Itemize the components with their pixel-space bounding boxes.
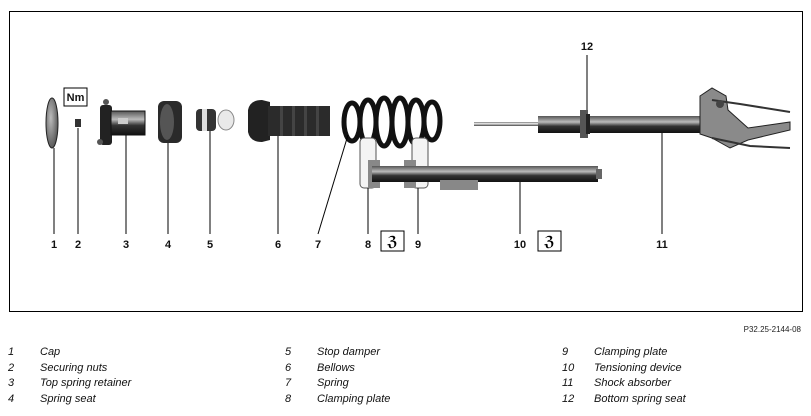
legend-number: 9 [562,346,569,358]
legend-item: 9 Clamping plate [562,346,811,362]
legend-number: 6 [285,361,292,374]
top-spring-retainer-part [97,99,146,145]
legend-number: 10 [562,361,575,374]
legend-label: Cap [40,346,61,358]
torque-symbol: Nm [63,87,88,107]
callout-numbers: 1 2 3 4 5 6 7 8 9 10 11 12 [51,41,668,251]
legend-label: Bellows [317,361,355,374]
callout-7: 7 [315,239,321,251]
legend-item: 1 Cap [8,346,268,362]
legend-item: 6 Bellows [285,362,545,378]
legend-item: 12 Bottom spring seat [562,393,811,409]
callout-12: 12 [581,41,593,53]
legend-number: 5 [285,346,292,358]
legend-number: 2 [8,361,15,374]
legend-column-3: 9 Clamping plate 10 Tensioning device 11 Sh… [562,346,811,408]
legend-column-2: 5 Stop damper 6 Bellows 7 Spring 8 Clamping … [285,346,545,408]
legend-label: Securing nuts [40,361,108,374]
callout-1: 1 [51,239,57,251]
legend-item: 5 Stop damper [285,346,545,362]
tensioning-device-part [372,166,602,190]
legend-column-1: 1 Cap 2 Securing nuts 3 Top spring retainer… [8,346,268,408]
legend-item: 10 Tensioning device [562,362,811,378]
parts-legend: 1 Cap 2 Securing nuts 3 Top spring retainer… [8,346,803,412]
legend-label: Shock absorber [594,377,672,389]
legend-item: 7 Spring [285,377,545,393]
legend-label: Stop damper [317,346,380,358]
callout-5: 5 [207,239,213,251]
legend-item: 11 Shock absorber [562,377,811,393]
stop-damper-part [196,109,235,131]
legend-number: 7 [285,377,292,389]
callout-10: 10 [514,239,526,251]
leader-lines [53,55,663,235]
legend-item: 3 Top spring retainer [8,377,268,393]
exploded-view-diagram: Nm [9,11,803,312]
legend-number: 8 [285,392,292,405]
legend-label: Tensioning device [594,361,682,374]
special-tool-symbol-8: ℨ [380,230,405,252]
legend-label: Spring seat [40,392,96,405]
legend-label: Bottom spring seat [594,392,686,405]
securing-nut-part [75,119,81,127]
legend-label: Top spring retainer [40,377,132,389]
bellows-part [248,100,330,142]
callout-6: 6 [275,239,281,251]
bottom-spring-seat-part [580,110,590,138]
svg-text:ℨ: ℨ [386,234,398,250]
legend-number: 1 [8,346,15,358]
svg-text:ℨ: ℨ [543,234,555,250]
special-tool-symbol-10: ℨ [537,230,562,252]
callout-11: 11 [656,239,668,251]
legend-number: 11 [562,377,574,389]
svg-text:Nm: Nm [67,92,85,104]
callout-3: 3 [123,239,129,251]
legend-label: Clamping plate [594,346,668,358]
legend-number: 3 [8,377,15,389]
callout-2: 2 [75,239,81,251]
diagram-frame [9,11,803,312]
callout-8: 8 [365,239,371,251]
callout-4: 4 [165,239,172,251]
legend-label: Clamping plate [317,392,391,405]
callout-9: 9 [415,239,421,251]
legend-number: 4 [8,392,15,405]
spring-part [341,95,443,149]
legend-item: 2 Securing nuts [8,362,268,378]
legend-item: 4 Spring seat [8,393,268,409]
shock-absorber-part [474,87,791,149]
spring-seat-part [158,101,182,143]
legend-item: 8 Clamping plate [285,393,545,409]
legend-label: Spring [317,377,349,389]
figure-reference: P32.25-2144-08 [743,325,801,334]
cap-part [45,97,59,149]
legend-number: 12 [562,392,575,405]
